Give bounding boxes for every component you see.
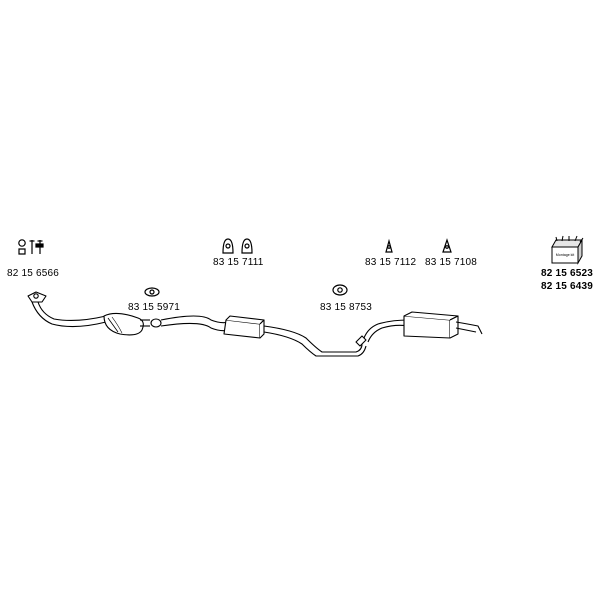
rubber-hangers-mid-part-number: 83 15 7111 <box>213 257 264 268</box>
front-gasket-part-number: 83 15 5971 <box>128 302 181 313</box>
rear-gasket-part-number: 83 15 8753 <box>320 302 373 313</box>
rubber-hanger-rear-right-part-number: 83 15 7108 <box>425 257 478 268</box>
mounting-kit-icon <box>18 239 44 255</box>
montage-kit-box-icon: Montage kit <box>551 235 584 265</box>
exhaust-pipe <box>27 291 483 357</box>
rubber-hanger-pair-icon <box>222 238 253 254</box>
mounting-kit-part-number: 82 15 6566 <box>7 268 60 279</box>
rubber-hanger-icon <box>442 238 452 253</box>
gasket-icon <box>332 284 348 296</box>
montage-kit-part-number-2: 82 15 6439 <box>541 281 594 292</box>
rubber-hanger-rear-left-part-number: 83 15 7112 <box>365 257 417 268</box>
gasket-icon <box>144 287 160 297</box>
rubber-hanger-icon <box>385 238 393 253</box>
catalytic-converter <box>103 312 144 336</box>
montage-kit-box-label: Montage kit <box>556 253 575 257</box>
front-pipe-flange <box>27 291 47 303</box>
montage-kit-part-number-1: 82 15 6523 <box>541 268 594 279</box>
